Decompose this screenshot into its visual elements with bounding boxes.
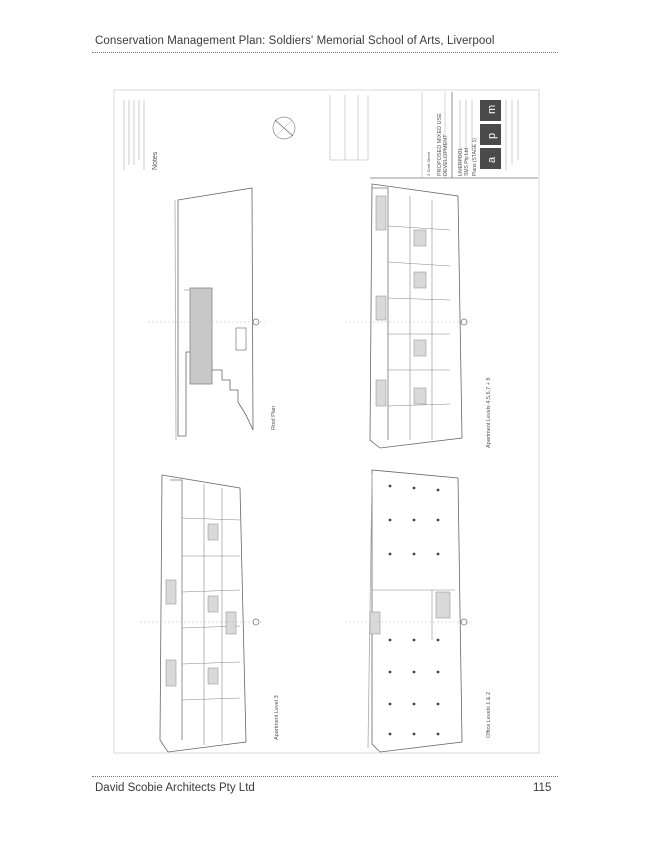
roof-plan-label: Roof Plan	[271, 406, 277, 430]
svg-text:m: m	[486, 105, 498, 114]
apartment-levels-4-8-label: Apartment Levels 4,5,6,7 + 8	[486, 378, 492, 448]
apartment-level-3-label: Apartment Level 3	[274, 695, 280, 740]
apartment-levels-4-8-plan: Apartment Levels 4,5,6,7 + 8	[345, 183, 492, 449]
svg-text:p: p	[486, 133, 498, 139]
project-suburb: LIVERPOOL	[458, 147, 464, 176]
north-arrow-icon	[272, 116, 296, 140]
svg-text:a: a	[486, 156, 498, 163]
project-name-line2: DEVELOPMENT	[443, 134, 449, 176]
document-header-title: Conservation Management Plan: Soldiers' …	[95, 35, 495, 47]
apartment-level-3-plan: Apartment Level 3	[140, 474, 280, 753]
sheet-title: Plans (STAGE 1)	[472, 138, 478, 176]
logo: m p a	[480, 100, 501, 169]
roof-plan: Roof Plan	[148, 187, 277, 441]
header-divider	[92, 52, 558, 53]
office-levels-label: Office Levels 1 & 2	[486, 692, 492, 738]
notes-heading: Notes	[152, 151, 159, 170]
title-block: m p a PROPOSED MIXED USE DEVELOPMENT 3 S…	[329, 92, 538, 179]
project-name-line1: PROPOSED MIXED USE	[437, 113, 443, 176]
page-number: 115	[533, 782, 552, 794]
project-client: SMS Pty Ltd	[464, 148, 470, 176]
notes-list: Notes	[123, 100, 159, 170]
office-levels-plan: Office Levels 1 & 2	[345, 469, 492, 753]
project-address: 3 Scott Street	[426, 151, 431, 176]
footer-divider	[92, 776, 558, 777]
footer-company: David Scobie Architects Pty Ltd	[95, 782, 255, 794]
